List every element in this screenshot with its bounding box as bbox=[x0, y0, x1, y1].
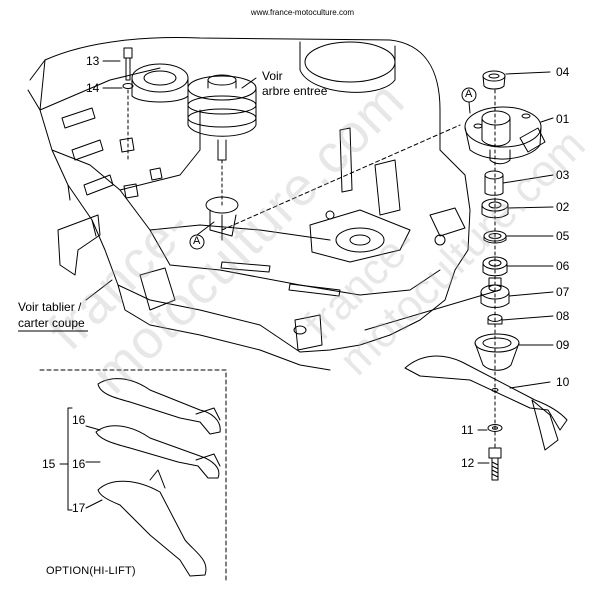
part-17: 17 bbox=[72, 501, 86, 515]
part-16-top: 16 bbox=[72, 413, 86, 427]
note-underline bbox=[18, 330, 88, 332]
note-carter-coupe: carter coupe bbox=[18, 316, 85, 330]
part-13: 13 bbox=[86, 54, 100, 68]
source-url: www.france-motoculture.com bbox=[250, 8, 355, 17]
spindle-exploded bbox=[404, 70, 568, 481]
note-voir: Voir bbox=[262, 69, 283, 83]
option-box bbox=[39, 369, 227, 581]
part-15: 15 bbox=[42, 457, 56, 471]
bolt-13-washer-14 bbox=[122, 47, 134, 161]
input-pulley bbox=[187, 74, 257, 206]
option-hi-lift-label: OPTION(HI-LIFT) bbox=[46, 565, 136, 577]
note-voir-tablier: Voir tablier / bbox=[18, 300, 82, 314]
part-11: 11 bbox=[461, 423, 474, 437]
part-01: 01 bbox=[556, 112, 570, 126]
mower-deck bbox=[27, 37, 471, 371]
part-02: 02 bbox=[556, 200, 570, 214]
callout-a-deck: A bbox=[193, 235, 201, 247]
callout-a-spindle: A bbox=[465, 88, 473, 100]
part-09: 09 bbox=[556, 338, 570, 352]
part-07: 07 bbox=[556, 285, 570, 299]
part-14: 14 bbox=[86, 81, 100, 95]
note-arbre-entree: arbre entree bbox=[262, 84, 328, 98]
part-10: 10 bbox=[556, 375, 570, 389]
part-04: 04 bbox=[556, 65, 570, 79]
part-03: 03 bbox=[556, 168, 570, 182]
part-12: 12 bbox=[461, 456, 475, 470]
part-05: 05 bbox=[556, 229, 570, 243]
part-16-bottom: 16 bbox=[72, 457, 86, 471]
part-06: 06 bbox=[556, 259, 570, 273]
part-08: 08 bbox=[556, 309, 570, 323]
